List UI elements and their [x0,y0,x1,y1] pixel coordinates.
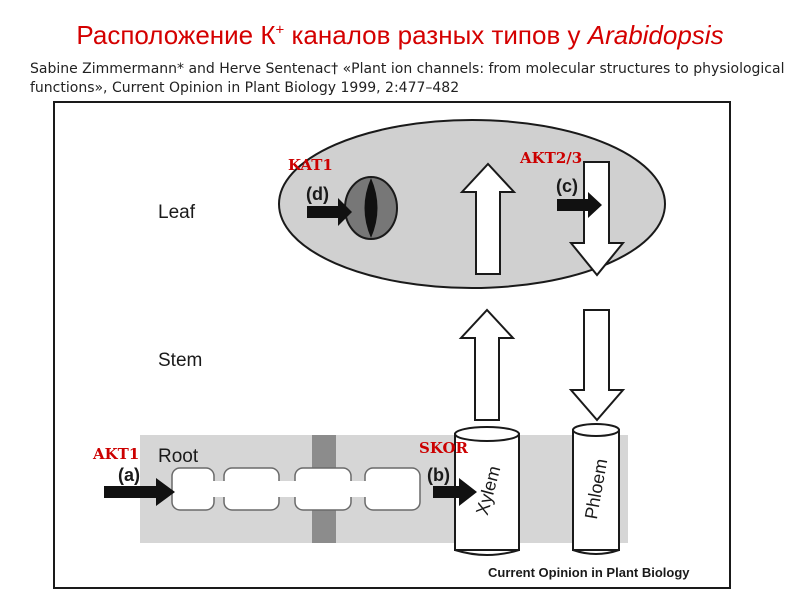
site-label-b: (b) [427,465,450,485]
arrow-d [307,198,352,226]
leaf-upward-arrow [459,162,517,275]
site-label-c: (c) [556,176,578,196]
citation-text: Sabine Zimmermann* and Herve Sentenac† «… [30,61,785,96]
stem-label: Stem [158,350,202,371]
root-cell [223,467,280,511]
phloem-cylinder [572,423,620,555]
cell-connector [277,481,297,497]
site-label-d: (d) [306,184,329,204]
arrow-a [104,478,175,506]
phloem-downward-arrow [568,309,626,422]
title-rest: каналов разных типов у [284,20,588,50]
leaf-ellipse [278,119,666,289]
title-species: Arabidopsis [587,20,724,50]
cell-connector [212,481,226,497]
journal-credit: Current Opinion in Plant Biology [488,565,690,580]
cell-connector [349,481,367,497]
channel-label-skor: SKOR [419,439,469,457]
stomatal-pore [364,178,378,238]
arrow-c [557,192,602,218]
title-main: Расположение К [76,20,276,50]
root-cell [171,467,215,511]
leaf-downward-arrow [568,161,626,277]
k-channel-figure: Leaf Stem Root (a) (b) (c) (d) Xylem Phl… [52,100,732,590]
site-label-a: (a) [118,465,140,485]
slide-title: Расположение К+ каналов разных типов у A… [0,20,800,51]
root-cell [364,467,421,511]
channel-label-kat1: KAT1 [288,156,333,174]
root-cell [294,467,352,511]
figure-svg: Leaf Stem Root (a) (b) (c) (d) Xylem Phl… [53,101,731,589]
leaf-label: Leaf [158,202,196,223]
channel-label-akt23: AKT2/3 [519,149,582,167]
channel-label-akt1: AKT1 [92,445,139,463]
xylem-upward-arrow [458,308,516,421]
title-superscript: + [275,21,285,39]
root-label: Root [158,446,199,467]
arrow-b [433,478,477,506]
